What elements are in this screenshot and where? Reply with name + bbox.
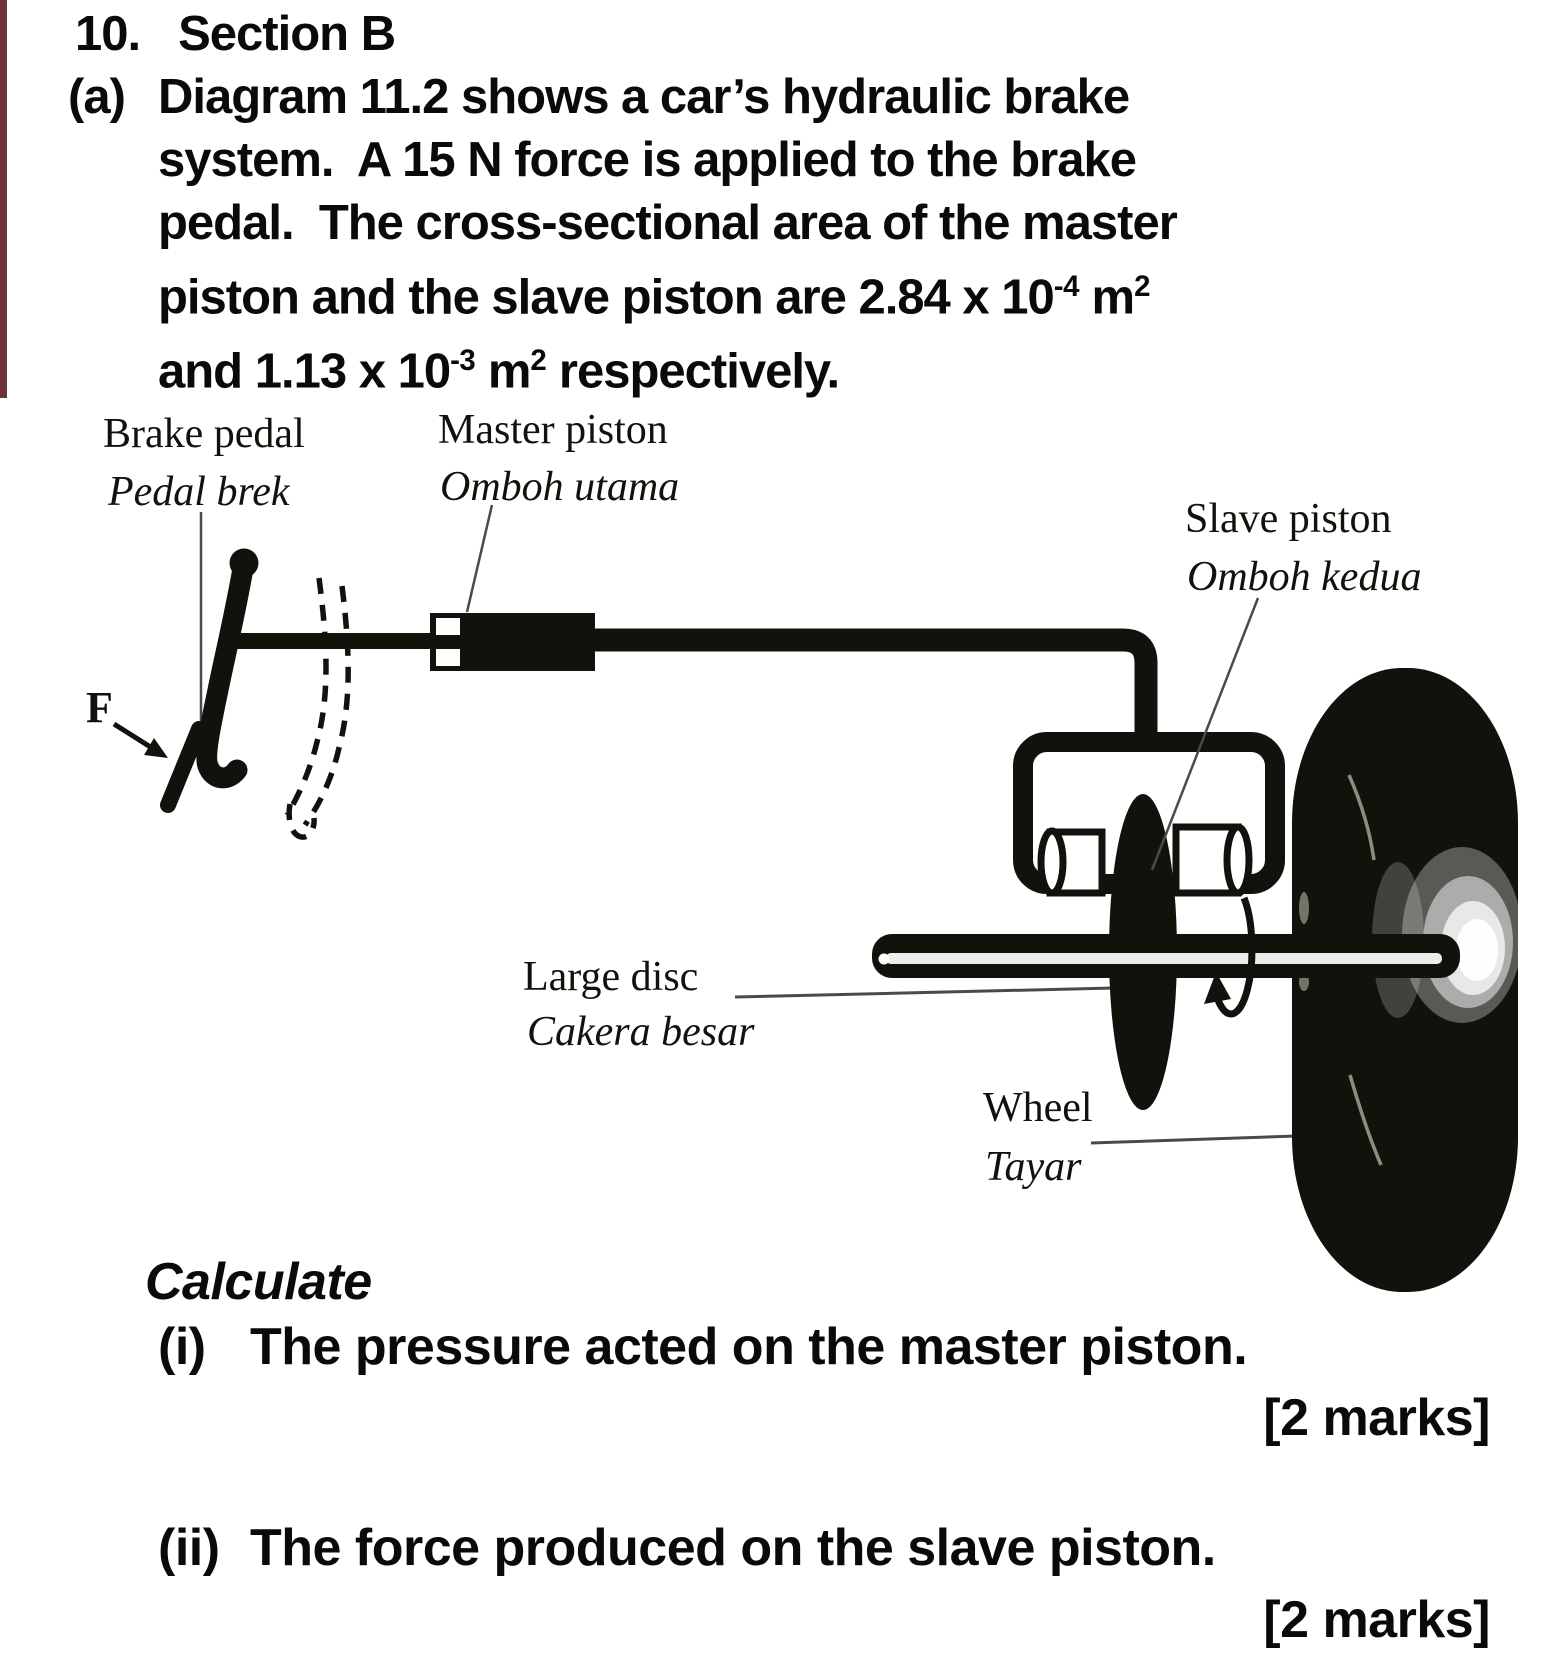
axle-shaft bbox=[872, 934, 1460, 978]
scan-edge-artifact bbox=[0, 0, 7, 398]
caliper-frame bbox=[1013, 732, 1285, 894]
label-slave-piston-ms: Omboh kedua bbox=[1187, 554, 1421, 600]
master-cylinder-port-bottom bbox=[436, 649, 460, 666]
pedal-ghost-edge-right bbox=[302, 585, 351, 827]
tyre bbox=[1292, 668, 1518, 1292]
slave-piston-right bbox=[1172, 823, 1253, 897]
label-slave-piston-en: Slave piston bbox=[1185, 496, 1392, 542]
brake-fluid-pipe bbox=[595, 628, 1158, 745]
axle-highlight-stripe bbox=[886, 953, 1442, 964]
tyre-arc-lower bbox=[1348, 1074, 1383, 1166]
large-disc-leader-line bbox=[734, 986, 1115, 999]
tyre-arc-upper bbox=[1347, 774, 1376, 861]
task-i-text: The pressure acted on the master piston. bbox=[250, 1318, 1248, 1376]
task-ii-label: (ii) bbox=[158, 1519, 220, 1577]
part-label: (a) bbox=[68, 70, 126, 124]
pedal-ghost-edge-left bbox=[284, 577, 329, 817]
master-cylinder bbox=[226, 613, 595, 671]
wheel-leader-line bbox=[1090, 1134, 1297, 1145]
label-large-disc-en: Large disc bbox=[523, 954, 698, 1000]
question-paragraph: Diagram 11.2 shows a car’s hydraulic bra… bbox=[158, 66, 1178, 404]
pedal-lever-arm bbox=[196, 552, 255, 789]
question-number: 10. bbox=[75, 7, 141, 61]
leader-lines bbox=[199, 504, 1297, 1145]
label-wheel-ms: Tayar bbox=[985, 1144, 1082, 1190]
question-text-line-5: and 1.13 x 10-3 m2 respectively. bbox=[158, 344, 840, 399]
force-arrow-shaft bbox=[112, 721, 154, 751]
label-force-f: F bbox=[86, 683, 113, 732]
label-master-piston-en: Master piston bbox=[438, 407, 668, 453]
pedal-push-rod bbox=[226, 633, 436, 649]
task-i-marks: [2 marks] bbox=[1263, 1389, 1490, 1447]
question-text-line-1: Diagram 11.2 shows a car’s hydraulic bra… bbox=[158, 70, 1130, 124]
brake-pedal bbox=[160, 548, 351, 840]
section-title: Section B bbox=[178, 7, 396, 61]
task-ii-text: The force produced on the slave piston. bbox=[250, 1519, 1216, 1577]
label-brake-pedal-ms: Pedal brek bbox=[107, 469, 291, 515]
pedal-ghost-position bbox=[284, 577, 351, 840]
axle-end-dot bbox=[878, 953, 890, 965]
label-master-piston-ms: Omboh utama bbox=[440, 464, 679, 510]
question-header: 10. Section B bbox=[75, 3, 396, 66]
question-text-line-4: piston and the slave piston are 2.84 x 1… bbox=[158, 270, 1150, 325]
calculate-heading: Calculate bbox=[145, 1253, 372, 1311]
question-text-line-3: pedal. The cross-sectional area of the m… bbox=[158, 196, 1178, 250]
slave-cylinder-left-end bbox=[1037, 827, 1067, 897]
rotation-arrowhead bbox=[1204, 972, 1231, 1004]
label-large-disc-ms: Cakera besar bbox=[527, 1009, 755, 1055]
pedal-foot-pad bbox=[160, 721, 207, 813]
master-cylinder-port-top bbox=[436, 618, 460, 635]
label-brake-pedal-en: Brake pedal bbox=[103, 411, 305, 457]
force-arrowhead bbox=[144, 738, 168, 758]
wheel bbox=[1292, 668, 1522, 1292]
hub-highlight-core bbox=[1456, 919, 1498, 981]
slave-cylinder-right-end bbox=[1223, 823, 1253, 897]
master-piston-leader-line bbox=[465, 504, 494, 613]
force-arrow bbox=[112, 721, 168, 758]
tyre-edge-glint bbox=[1299, 892, 1309, 924]
task-ii-marks: [2 marks] bbox=[1263, 1591, 1490, 1649]
pedal-ghost-hook bbox=[286, 803, 317, 840]
question-text-line-2: system. A 15 N force is applied to the b… bbox=[158, 133, 1137, 187]
slave-piston-left bbox=[1037, 827, 1106, 897]
label-wheel-en: Wheel bbox=[983, 1085, 1093, 1131]
rotation-arrow bbox=[1204, 896, 1256, 1018]
task-i-label: (i) bbox=[158, 1318, 206, 1376]
rotation-arrow-arc bbox=[1214, 896, 1256, 1018]
slave-piston-leader-line bbox=[1150, 597, 1260, 871]
